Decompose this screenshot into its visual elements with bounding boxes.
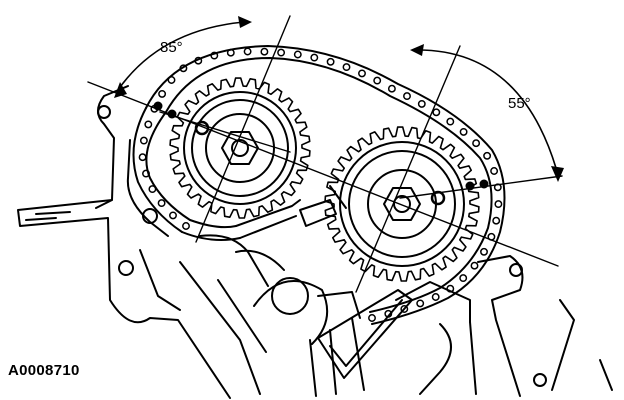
chain-roller [384, 309, 393, 318]
chain-guide-rail [299, 185, 413, 379]
chain-links [138, 47, 503, 322]
chain-roller [326, 57, 335, 66]
left-sprocket-bolt [221, 131, 259, 165]
right-chain-mark-dot [479, 179, 489, 189]
chain-roller [446, 284, 455, 293]
chain-roller [148, 185, 157, 194]
chain-roller [260, 47, 269, 56]
left-mark-line [159, 111, 291, 153]
chain-roller [243, 47, 252, 56]
chain-roller [310, 53, 319, 62]
left-sprocket-mark-dot [167, 109, 177, 119]
right-timing-line [355, 45, 461, 293]
chain-roller [226, 48, 235, 57]
chain-roller [277, 48, 286, 57]
left-sprocket-teeth [169, 77, 311, 219]
chain-roller [358, 69, 366, 78]
right-camshaft-sprocket [324, 126, 480, 282]
right-angle-arrow-end [551, 166, 564, 182]
chain-roller [403, 92, 411, 101]
chain-roller [194, 56, 203, 65]
chain-roller [144, 120, 153, 129]
left-timing-dot [153, 101, 163, 111]
chain-roller [431, 293, 440, 301]
chain-roller [490, 167, 499, 175]
chain-roller [472, 139, 481, 148]
right-sprocket-bolt [383, 187, 421, 221]
left-angle-label: 85° [160, 39, 183, 56]
left-angle-arrow-start [114, 82, 127, 98]
left-camshaft-sprocket [169, 77, 311, 219]
right-angle-arrow-start [410, 44, 424, 56]
chain-roller [139, 136, 148, 145]
chain-roller [387, 84, 396, 93]
chain-roller [373, 76, 382, 85]
sprocket-tooth-ring [324, 126, 480, 282]
chain-roller [432, 108, 441, 117]
angle-dimensions: 85° 55° [114, 16, 564, 182]
chain-roller [368, 314, 376, 322]
right-sprocket-teeth [324, 126, 480, 282]
figure-identifier: A0008710 [8, 362, 80, 379]
left-timing-line [195, 15, 291, 243]
reference-lines [87, 15, 563, 293]
chain-roller [169, 211, 177, 220]
chain-roller [494, 200, 503, 209]
left-sprocket-dowel [194, 120, 210, 136]
chain-roller [416, 299, 425, 308]
chain-roller [158, 89, 167, 98]
left-angle-arrow-end [238, 16, 252, 28]
chain-roller [157, 199, 166, 208]
chain-roller [138, 153, 147, 162]
chain-roller [142, 169, 150, 178]
chain-roller [293, 50, 302, 59]
chain-roller [400, 305, 409, 313]
chain-roller [459, 274, 468, 283]
chain-roller [446, 117, 455, 126]
chain-roller [480, 247, 488, 256]
chain-roller [459, 127, 468, 136]
chain-roller [179, 64, 188, 73]
timing-chain [132, 45, 506, 325]
chain-roller [470, 261, 479, 270]
chain-roller [483, 151, 492, 160]
engine-housing [17, 85, 613, 399]
chain-roller [182, 222, 190, 230]
chain-roller [417, 99, 426, 108]
centerline [87, 81, 559, 267]
chain-roller [492, 216, 501, 225]
right-sprocket-dowel [430, 190, 446, 206]
left-angle-arc [117, 21, 245, 91]
sprocket-tooth-ring [169, 77, 311, 219]
timing-marks [153, 101, 489, 191]
chain-roller [167, 76, 176, 84]
right-angle-label: 55° [508, 95, 531, 112]
chain-roller [342, 63, 351, 72]
chain-roller [210, 51, 219, 60]
right-angle-arc [417, 49, 557, 169]
right-timing-dot [465, 181, 475, 191]
